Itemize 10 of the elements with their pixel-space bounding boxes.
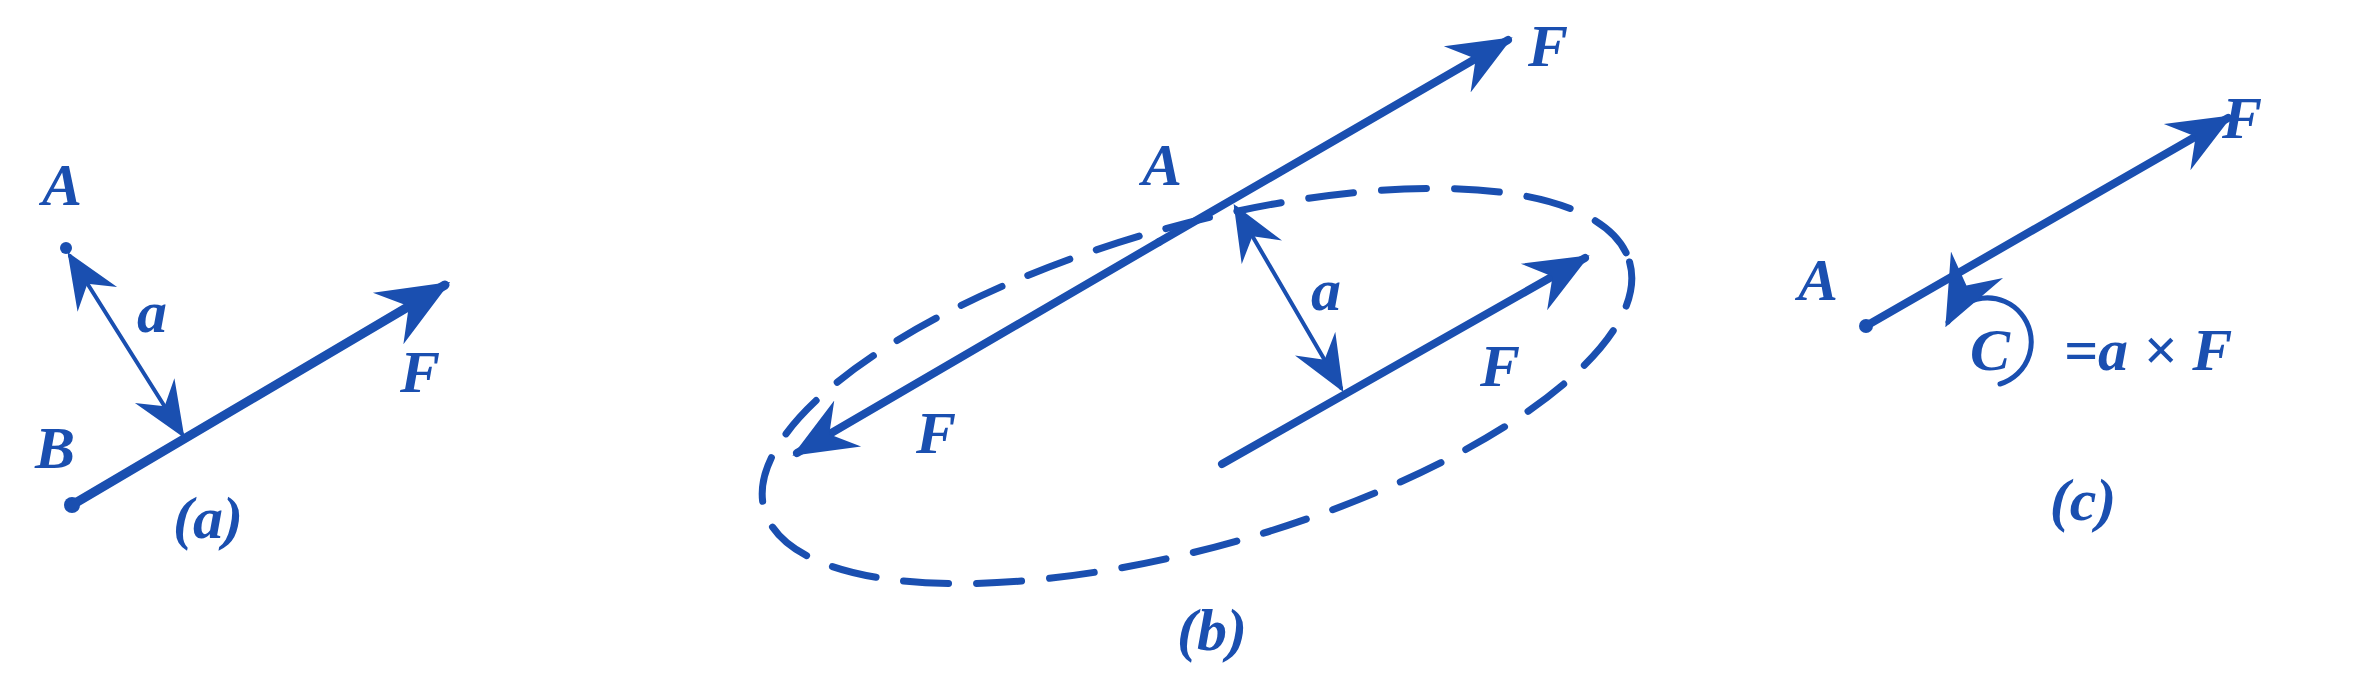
force-label: F (2222, 88, 2262, 148)
point-label: B (35, 418, 75, 478)
force-label: F (400, 342, 440, 402)
equation: =a × F (2063, 320, 2233, 380)
distance-label: a (137, 282, 167, 342)
moment-label: C (1970, 320, 2010, 380)
force-label: F (1528, 16, 1568, 76)
force-label: F (916, 403, 956, 463)
distance-label: a (1311, 260, 1341, 320)
force-label: F (1480, 336, 1520, 396)
